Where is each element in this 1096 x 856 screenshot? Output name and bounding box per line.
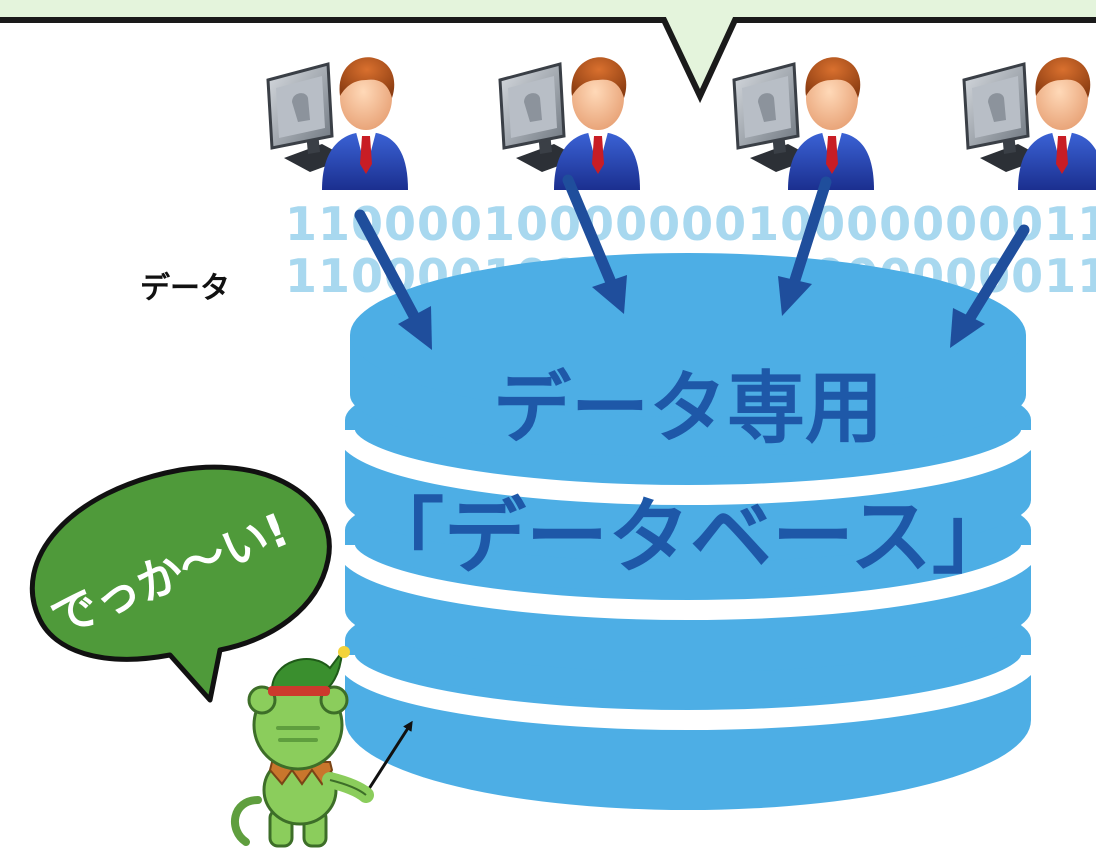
user-computer-icon-1 (266, 55, 410, 190)
callout-box (0, 0, 1096, 104)
user-computer-icon-3 (732, 55, 876, 190)
database-title-line-2: 「データベース」 (362, 490, 1014, 585)
database-cylinder (335, 253, 1041, 810)
speech-bubble: でっか〜い! (29, 464, 332, 703)
arrow-3 (778, 176, 832, 316)
binary-line-1: 1100001000000010000000011101 (285, 197, 1096, 251)
arrow-1 (354, 209, 432, 350)
mascot-character (231, 646, 413, 848)
user-computer-icon-2 (498, 55, 642, 190)
arrow-4 (950, 224, 1030, 348)
data-flow-arrows (354, 174, 1030, 350)
data-label: データ (140, 271, 230, 306)
arrow-2 (562, 174, 627, 314)
user-computer-icon-4 (962, 55, 1096, 190)
database-title-line-1: データ専用 (493, 364, 883, 454)
